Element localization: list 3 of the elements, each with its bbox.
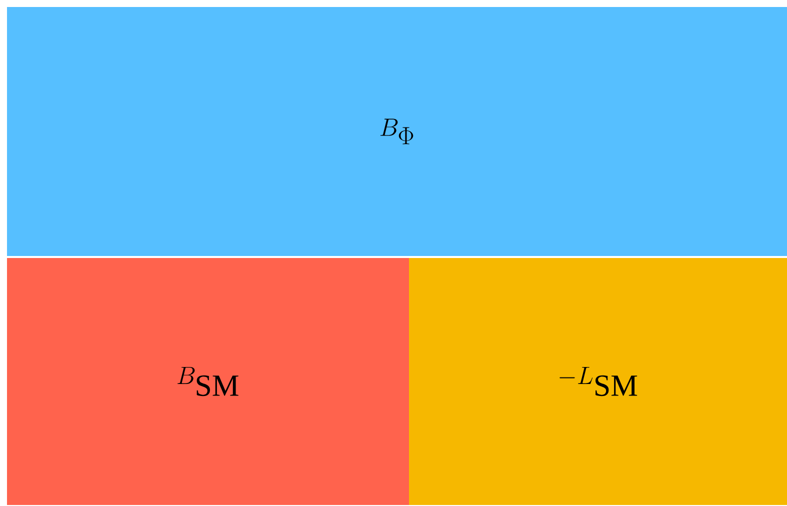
colored-block: $B_{\mathrm{SM}}$: [7, 258, 409, 505]
colored-block: $-L_{\mathrm{SM}}$: [409, 258, 787, 505]
colored-block: $B_\Phi$: [7, 7, 787, 256]
